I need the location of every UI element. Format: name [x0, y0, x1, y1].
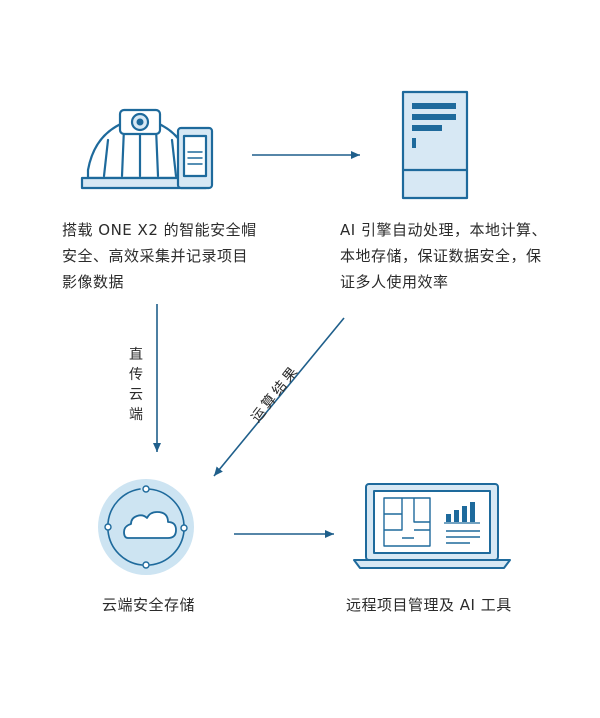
server-caption-line: 本地存储，保证数据安全，保 — [340, 247, 542, 265]
cloud-caption: 云端安全存储 — [102, 596, 196, 614]
server-caption-line: AI 引擎自动处理，本地计算、 — [340, 221, 547, 239]
helmet-caption-line: 搭载 ONE X2 的智能安全帽 — [62, 221, 257, 239]
helmet-caption-line: 影像数据 — [62, 273, 125, 291]
laptop-caption: 远程项目管理及 AI 工具 — [346, 596, 512, 614]
server-caption-line: 证多人使用效率 — [340, 273, 449, 291]
server-cabinet-icon — [401, 90, 469, 200]
upload-edge-label: 直传云端 — [129, 347, 143, 423]
helmet-caption-line: 安全、高效采集并记录项目 — [62, 247, 249, 265]
arrow-result-to-cloud — [213, 317, 345, 477]
laptop-dashboard-icon — [353, 483, 511, 569]
helmet-camera-icon — [80, 108, 214, 190]
cloud-storage-icon — [98, 479, 194, 575]
server-caption: AI 引擎自动处理，本地计算、 本地存储，保证数据安全，保 证多人使用效率 — [340, 217, 547, 295]
helmet-caption: 搭载 ONE X2 的智能安全帽 安全、高效采集并记录项目 影像数据 — [62, 217, 257, 295]
